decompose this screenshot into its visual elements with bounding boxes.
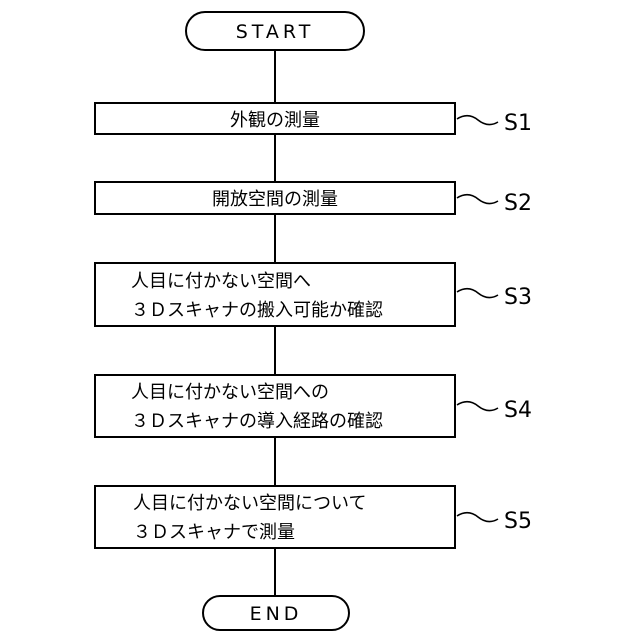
step-s1-text: 外観の測量 — [230, 110, 320, 131]
step-s5: 人目に付かない空間について ３Ｄスキャナで測量 S5 — [95, 486, 532, 548]
step-s4-text-line1: 人目に付かない空間への — [131, 382, 329, 403]
step-s1-leader — [457, 116, 498, 125]
step-s3: 人目に付かない空間へ ３Ｄスキャナの搬入可能か確認 S3 — [95, 263, 532, 326]
step-s3-text-line1: 人目に付かない空間へ — [131, 271, 311, 292]
step-s5-leader — [457, 513, 498, 522]
step-s4-label: S4 — [504, 398, 532, 423]
step-s4-text-line2: ３Ｄスキャナの導入経路の確認 — [131, 411, 383, 432]
step-s3-text-line2: ３Ｄスキャナの搬入可能か確認 — [131, 300, 383, 321]
step-s4-leader — [457, 402, 498, 411]
end-terminal: END — [203, 596, 349, 630]
end-label: END — [250, 603, 303, 625]
step-s1-label: S1 — [504, 111, 532, 136]
step-s5-text-line1: 人目に付かない空間について — [133, 493, 366, 514]
step-s2: 開放空間の測量 S2 — [95, 182, 532, 216]
start-terminal: START — [186, 12, 364, 50]
step-s3-label: S3 — [504, 285, 532, 310]
step-s5-label: S5 — [504, 509, 532, 534]
step-s2-text: 開放空間の測量 — [212, 189, 338, 210]
step-s2-label: S2 — [504, 191, 532, 216]
step-s4: 人目に付かない空間への ３Ｄスキャナの導入経路の確認 S4 — [95, 375, 532, 437]
start-label: START — [236, 21, 315, 43]
step-s1: 外観の測量 S1 — [95, 103, 532, 136]
step-s3-leader — [457, 289, 498, 298]
step-s5-text-line2: ３Ｄスキャナで測量 — [133, 522, 295, 543]
step-s2-leader — [457, 195, 498, 204]
